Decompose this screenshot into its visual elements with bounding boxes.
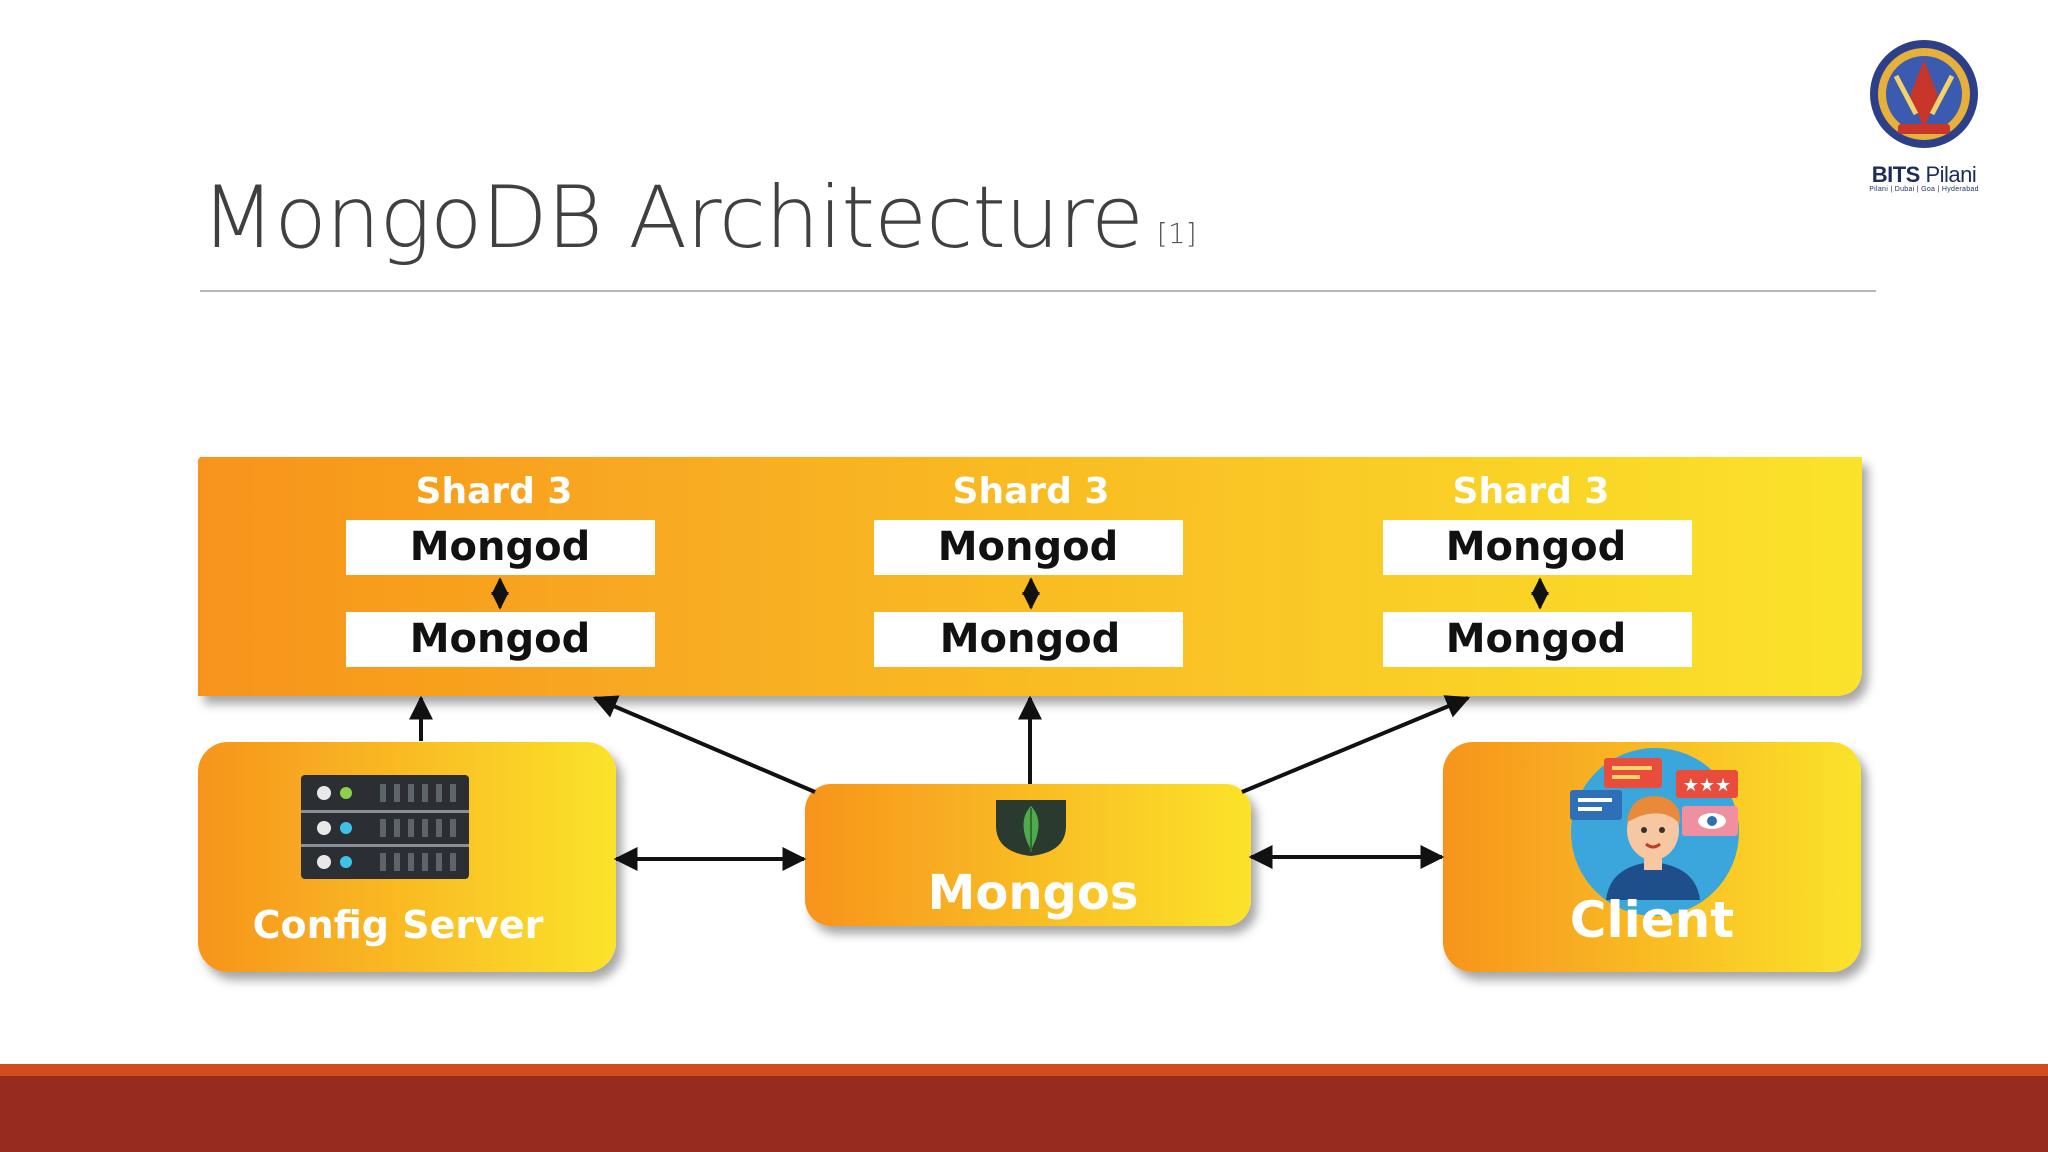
mongodb-leaf-icon — [996, 800, 1066, 856]
mongod-box — [1383, 520, 1692, 575]
mongod-label: Mongod — [410, 616, 591, 662]
mongod-label: Mongod — [1446, 616, 1627, 662]
shard-group-2: Shard 3 Mongod Mongod — [874, 471, 1183, 667]
footer-band — [0, 1076, 2048, 1152]
mongos-to-shard-1-arrow — [592, 695, 816, 794]
client-node: ★★★ Client — [1443, 742, 1861, 972]
mongod-label: Mongod — [940, 616, 1121, 662]
logo-seal-ribbon — [1898, 124, 1950, 134]
logo-name-suffix: Pilani — [1925, 162, 1977, 187]
server-rack-icon — [301, 775, 469, 879]
page-title-text: MongoDB Architecture — [201, 168, 1144, 268]
mongod-label: Mongod — [410, 524, 591, 570]
shard-group-3: Shard 3 Mongod Mongod — [1383, 471, 1692, 667]
config-server-label: Config Server — [253, 903, 544, 947]
shard-label: Shard 3 — [953, 471, 1110, 512]
shard-label: Shard 3 — [416, 471, 573, 512]
mongos-label: Mongos — [928, 865, 1139, 921]
client-label: Client — [1570, 891, 1734, 949]
reference-marker: [1] — [1156, 217, 1197, 250]
logo-wordmark: BITS Pilani — [1858, 162, 1990, 188]
logo-campuses: Pilani | Dubai | Goa | Hyderabad — [1869, 186, 1979, 193]
mongos-to-shard-3-arrow — [1241, 695, 1471, 794]
title-divider — [200, 290, 1876, 292]
mongos-router-node: Mongos — [805, 784, 1251, 926]
user-with-chat-bubbles-icon: ★★★ — [1570, 748, 1739, 916]
svg-text:★★★: ★★★ — [1683, 775, 1731, 796]
logo-seal-rays — [1893, 74, 1955, 116]
logo-name: BITS — [1871, 162, 1921, 187]
mongod-box — [346, 612, 655, 667]
bits-pilani-logo — [1870, 40, 1978, 148]
shard-group-1: Shard 3 Mongod Mongod — [346, 471, 655, 667]
config-server-node: Config Server — [198, 742, 616, 972]
mongod-box — [346, 520, 655, 575]
mongod-label: Mongod — [1446, 524, 1627, 570]
mongod-box — [874, 520, 1183, 575]
page-title: MongoDB Architecture [1] — [201, 168, 1197, 268]
shard-label: Shard 3 — [1453, 471, 1610, 512]
footer-accent-stripe — [0, 1064, 2048, 1076]
mongod-box — [874, 612, 1183, 667]
mongod-label: Mongod — [938, 524, 1119, 570]
mongod-box — [1383, 612, 1692, 667]
